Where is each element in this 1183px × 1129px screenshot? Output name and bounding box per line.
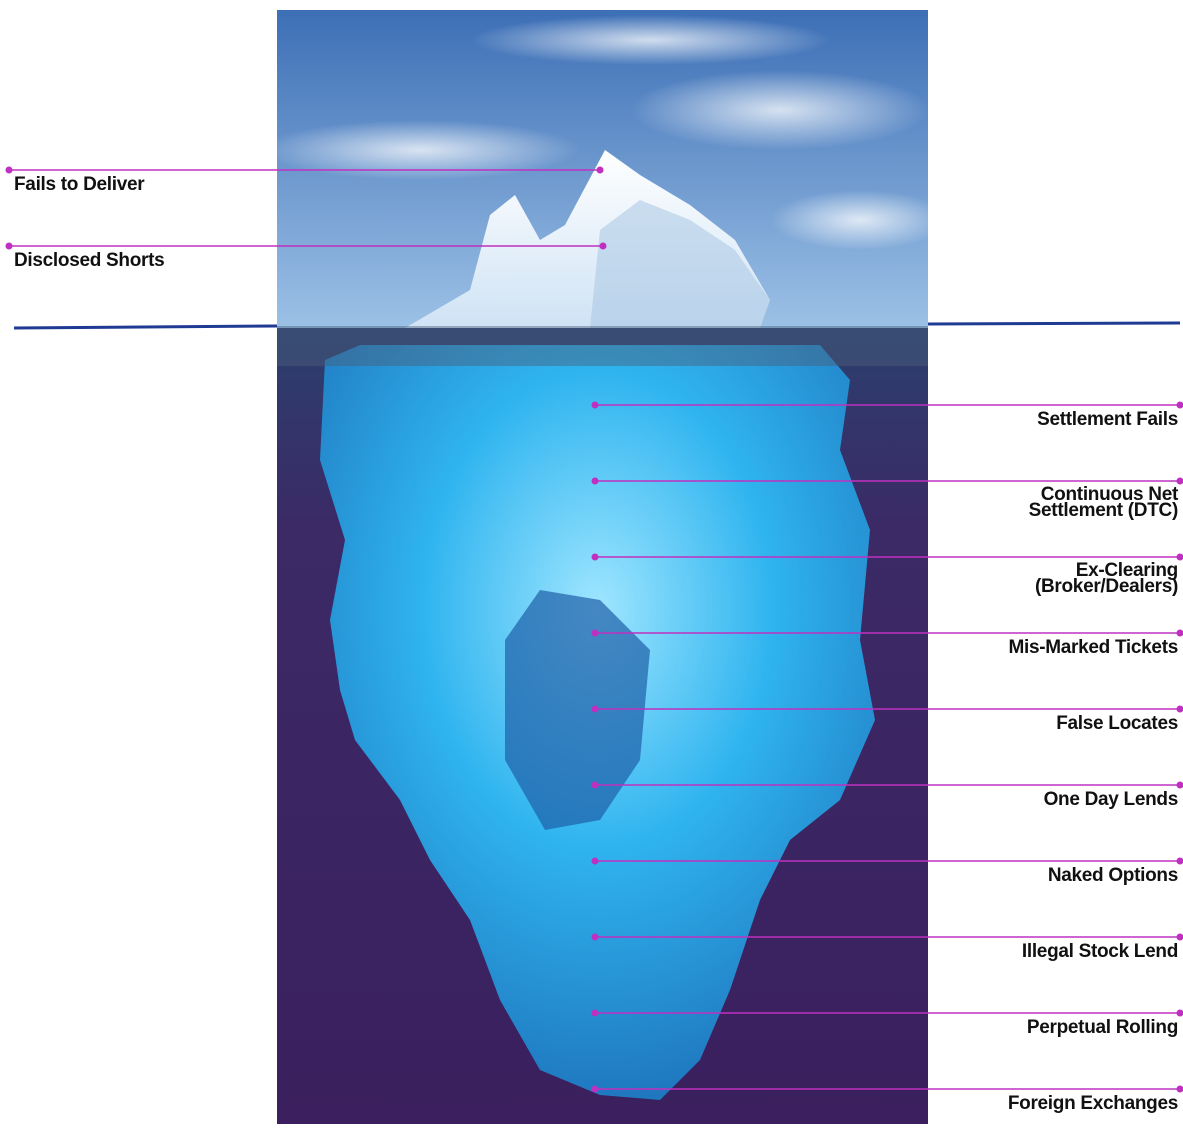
cloud [770, 190, 950, 250]
label-line: (Broker/Dealers) [1035, 579, 1178, 595]
water-surface-band [277, 326, 928, 366]
leader-dot [592, 554, 599, 561]
label-below: Mis-Marked Tickets [1008, 639, 1178, 657]
label-line: Illegal Stock Lend [1022, 943, 1178, 961]
label-below: False Locates [1056, 715, 1178, 733]
leader-dot [1177, 782, 1183, 789]
leader-dot [1177, 1010, 1183, 1017]
leader-dot [592, 1086, 599, 1093]
leader-dot [1177, 630, 1183, 637]
label-below: One Day Lends [1044, 791, 1178, 809]
leader-dot [1177, 858, 1183, 865]
label-below: Ex-Clearing(Broker/Dealers) [1035, 563, 1178, 595]
label-line: One Day Lends [1044, 791, 1178, 809]
label-line: Naked Options [1048, 867, 1178, 885]
cloud [470, 15, 830, 65]
cloud [260, 120, 580, 180]
leader-dot [1177, 1086, 1183, 1093]
cloud [630, 70, 930, 150]
leader-dot [1177, 706, 1183, 713]
label-line: Settlement (DTC) [1029, 503, 1178, 519]
leader-dot [1177, 934, 1183, 941]
leader-dot [6, 243, 13, 250]
label-line: Perpetual Rolling [1027, 1019, 1178, 1037]
leader-dot [592, 782, 599, 789]
label-line: Mis-Marked Tickets [1008, 639, 1178, 657]
label-below: Illegal Stock Lend [1022, 943, 1178, 961]
leader-dot [592, 478, 599, 485]
label-above: Disclosed Shorts [14, 252, 164, 270]
label-above: Fails to Deliver [14, 176, 144, 194]
leader-dot [597, 167, 604, 174]
label-line: Settlement Fails [1037, 411, 1178, 429]
label-line: False Locates [1056, 715, 1178, 733]
leader-dot [592, 858, 599, 865]
leader-dot [592, 630, 599, 637]
label-below: Perpetual Rolling [1027, 1019, 1178, 1037]
label-below: Settlement Fails [1037, 411, 1178, 429]
leader-dot [6, 167, 13, 174]
label-below: Naked Options [1048, 867, 1178, 885]
leader-dot [600, 243, 607, 250]
leader-dot [592, 934, 599, 941]
waterline-right [928, 323, 1180, 324]
waterline-left [14, 326, 277, 328]
label-line: Foreign Exchanges [1008, 1095, 1178, 1113]
label-below: Foreign Exchanges [1008, 1095, 1178, 1113]
leader-dot [592, 1010, 599, 1017]
leader-dot [592, 402, 599, 409]
leader-dot [1177, 402, 1183, 409]
leader-dot [592, 706, 599, 713]
